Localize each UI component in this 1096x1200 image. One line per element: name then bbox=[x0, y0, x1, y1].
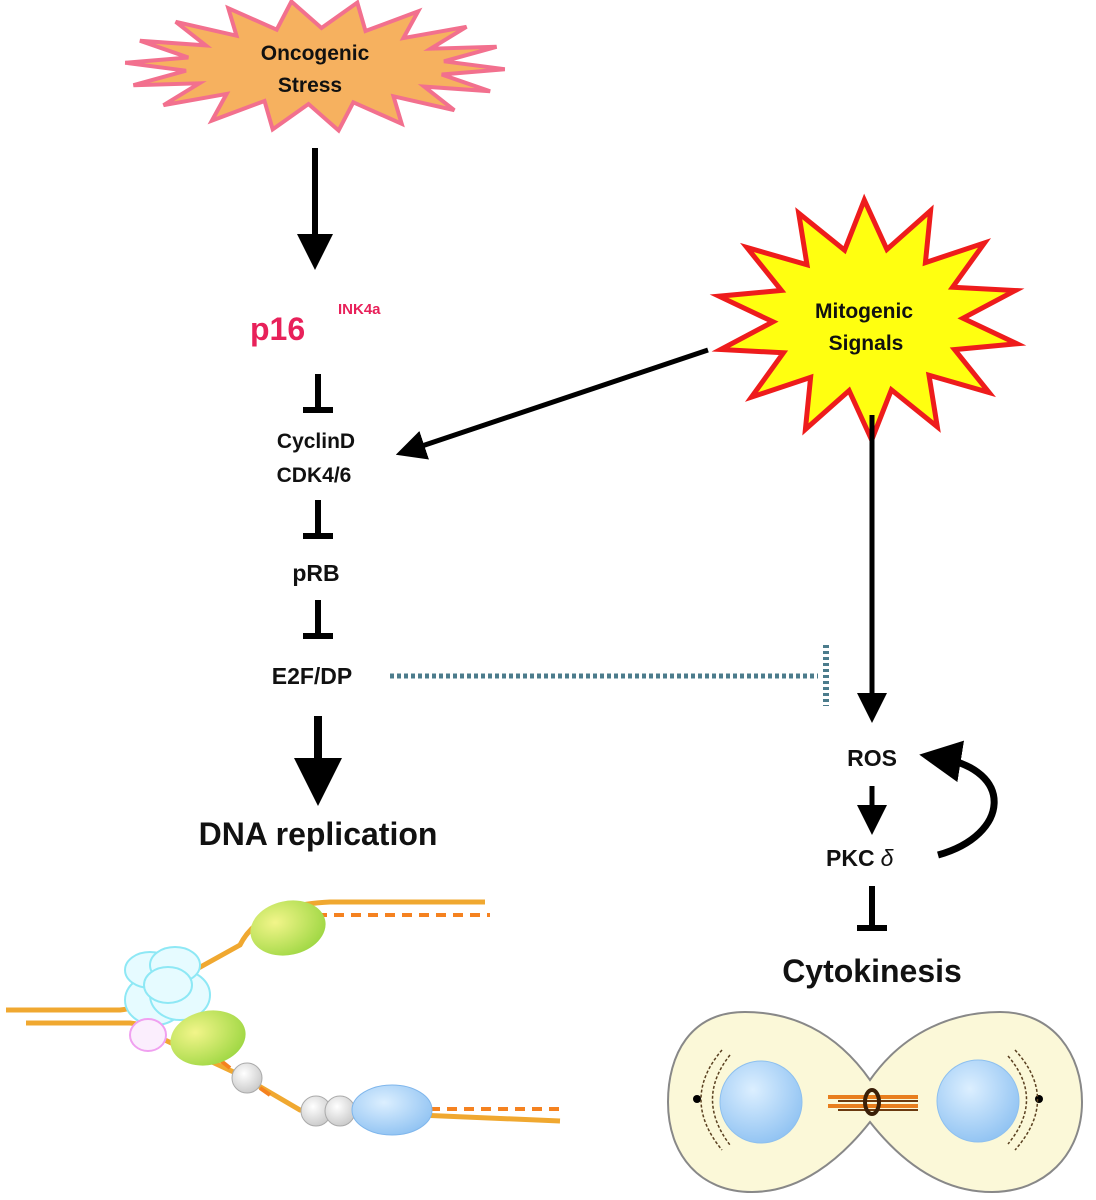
p16-label: p16 bbox=[250, 311, 305, 347]
oncogenic-label-2: Stress bbox=[278, 74, 342, 97]
oncogenic-stress-burst bbox=[124, 0, 506, 134]
activation-arrow bbox=[395, 347, 709, 460]
inhibition-arrow bbox=[303, 600, 333, 639]
cyclind-label: CyclinD bbox=[277, 430, 355, 453]
prb-label: pRB bbox=[292, 560, 339, 586]
mitogenic-label-1: Mitogenic bbox=[815, 300, 913, 323]
cytokinesis-label: Cytokinesis bbox=[782, 953, 962, 989]
cdk46-label: CDK4/6 bbox=[277, 464, 352, 487]
feedback-arrow bbox=[919, 740, 998, 859]
dividing-cell-illustration bbox=[666, 1010, 1084, 1194]
inhibition-arrow bbox=[303, 374, 333, 413]
replication-fork-illustration bbox=[6, 899, 561, 1136]
oncogenic-label-1: Oncogenic bbox=[261, 42, 370, 65]
p16-superscript: INK4a bbox=[338, 301, 381, 318]
e2f-dp-label: E2F/DP bbox=[272, 663, 353, 689]
mitogenic-signals-burst bbox=[709, 193, 1027, 447]
inhibition-arrow bbox=[857, 886, 887, 931]
mitogenic-label-2: Signals bbox=[829, 332, 904, 355]
dna-replication-label: DNA replication bbox=[199, 816, 438, 852]
ros-label: ROS bbox=[847, 745, 897, 771]
inhibition-arrow bbox=[303, 500, 333, 539]
